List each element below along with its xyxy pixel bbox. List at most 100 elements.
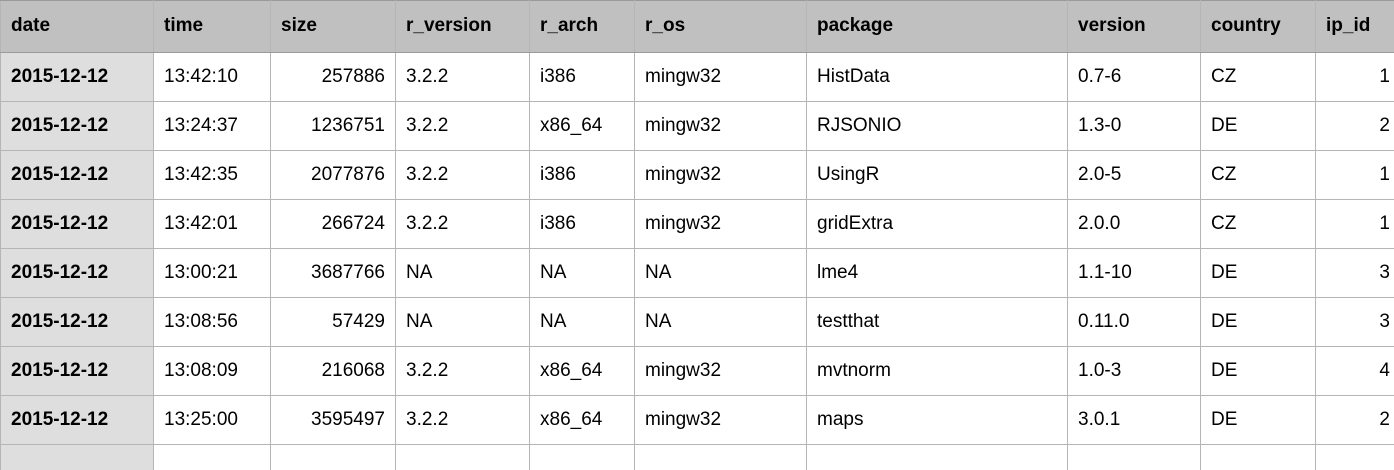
cell-version: 2.0.0 <box>1067 199 1201 249</box>
cell-country: DE <box>1200 248 1316 298</box>
cell-ip_id: 2 <box>1315 395 1394 445</box>
table-row[interactable] <box>0 444 1394 470</box>
cell-r_arch: x86_64 <box>529 395 635 445</box>
column-header-r_version[interactable]: r_version <box>395 0 530 53</box>
cell-ip_id: 1 <box>1315 52 1394 102</box>
cell-r_arch: x86_64 <box>529 101 635 151</box>
cell-r_version: 3.2.2 <box>395 101 530 151</box>
row-header-date: 2015-12-12 <box>0 248 154 298</box>
row-header-date: 2015-12-12 <box>0 101 154 151</box>
cell-country: DE <box>1200 101 1316 151</box>
cell-r_os: mingw32 <box>634 199 807 249</box>
cell-r_os: mingw32 <box>634 101 807 151</box>
cell-country: DE <box>1200 395 1316 445</box>
cell-version: 1.1-10 <box>1067 248 1201 298</box>
cell-package: maps <box>806 395 1068 445</box>
cell-version <box>1067 444 1201 470</box>
cell-package: UsingR <box>806 150 1068 200</box>
cell-version: 1.3-0 <box>1067 101 1201 151</box>
cell-ip_id: 3 <box>1315 248 1394 298</box>
cell-size: 266724 <box>270 199 396 249</box>
cell-package: mvtnorm <box>806 346 1068 396</box>
cell-r_version: 3.2.2 <box>395 150 530 200</box>
cell-r_os: mingw32 <box>634 52 807 102</box>
cell-r_version: 3.2.2 <box>395 199 530 249</box>
cell-package: lme4 <box>806 248 1068 298</box>
cell-time: 13:42:01 <box>153 199 271 249</box>
cell-country <box>1200 444 1316 470</box>
cell-country: DE <box>1200 297 1316 347</box>
cell-size: 2077876 <box>270 150 396 200</box>
cell-ip_id: 1 <box>1315 150 1394 200</box>
cell-size: 3595497 <box>270 395 396 445</box>
cell-r_arch: NA <box>529 297 635 347</box>
cell-r_arch <box>529 444 635 470</box>
column-header-date[interactable]: date <box>0 0 154 53</box>
cell-r_os: NA <box>634 297 807 347</box>
row-header-date: 2015-12-12 <box>0 150 154 200</box>
cell-size: 257886 <box>270 52 396 102</box>
cell-r_os: mingw32 <box>634 395 807 445</box>
row-header-date: 2015-12-12 <box>0 297 154 347</box>
column-header-version[interactable]: version <box>1067 0 1201 53</box>
cell-r_version: 3.2.2 <box>395 395 530 445</box>
cell-r_arch: i386 <box>529 150 635 200</box>
row-header-date: 2015-12-12 <box>0 199 154 249</box>
column-header-country[interactable]: country <box>1200 0 1316 53</box>
cell-time <box>153 444 271 470</box>
cell-time: 13:08:56 <box>153 297 271 347</box>
column-header-time[interactable]: time <box>153 0 271 53</box>
cell-country: DE <box>1200 346 1316 396</box>
cell-r_version: NA <box>395 248 530 298</box>
cell-r_arch: NA <box>529 248 635 298</box>
cell-r_version: NA <box>395 297 530 347</box>
column-header-package[interactable]: package <box>806 0 1068 53</box>
cell-size <box>270 444 396 470</box>
cell-ip_id: 2 <box>1315 101 1394 151</box>
cell-version: 0.7-6 <box>1067 52 1201 102</box>
cell-package: gridExtra <box>806 199 1068 249</box>
cell-r_arch: x86_64 <box>529 346 635 396</box>
cell-package <box>806 444 1068 470</box>
cell-time: 13:42:35 <box>153 150 271 200</box>
column-header-size[interactable]: size <box>270 0 396 53</box>
cell-time: 13:08:09 <box>153 346 271 396</box>
cell-package: testthat <box>806 297 1068 347</box>
cell-ip_id: 4 <box>1315 346 1394 396</box>
cell-r_arch: i386 <box>529 52 635 102</box>
cell-r_os: NA <box>634 248 807 298</box>
cell-r_version <box>395 444 530 470</box>
cell-ip_id: 1 <box>1315 199 1394 249</box>
row-header-date <box>0 444 154 470</box>
cell-country: CZ <box>1200 199 1316 249</box>
row-header-date: 2015-12-12 <box>0 395 154 445</box>
cell-version: 2.0-5 <box>1067 150 1201 200</box>
cell-version: 1.0-3 <box>1067 346 1201 396</box>
cell-ip_id: 3 <box>1315 297 1394 347</box>
cell-r_version: 3.2.2 <box>395 52 530 102</box>
cell-r_os <box>634 444 807 470</box>
cell-ip_id <box>1315 444 1394 470</box>
column-header-r_os[interactable]: r_os <box>634 0 807 53</box>
row-header-date: 2015-12-12 <box>0 52 154 102</box>
column-header-r_arch[interactable]: r_arch <box>529 0 635 53</box>
cell-time: 13:25:00 <box>153 395 271 445</box>
column-header-ip_id[interactable]: ip_id <box>1315 0 1394 53</box>
cell-size: 216068 <box>270 346 396 396</box>
row-header-date: 2015-12-12 <box>0 346 154 396</box>
cell-r_os: mingw32 <box>634 150 807 200</box>
cell-country: CZ <box>1200 52 1316 102</box>
cell-r_arch: i386 <box>529 199 635 249</box>
